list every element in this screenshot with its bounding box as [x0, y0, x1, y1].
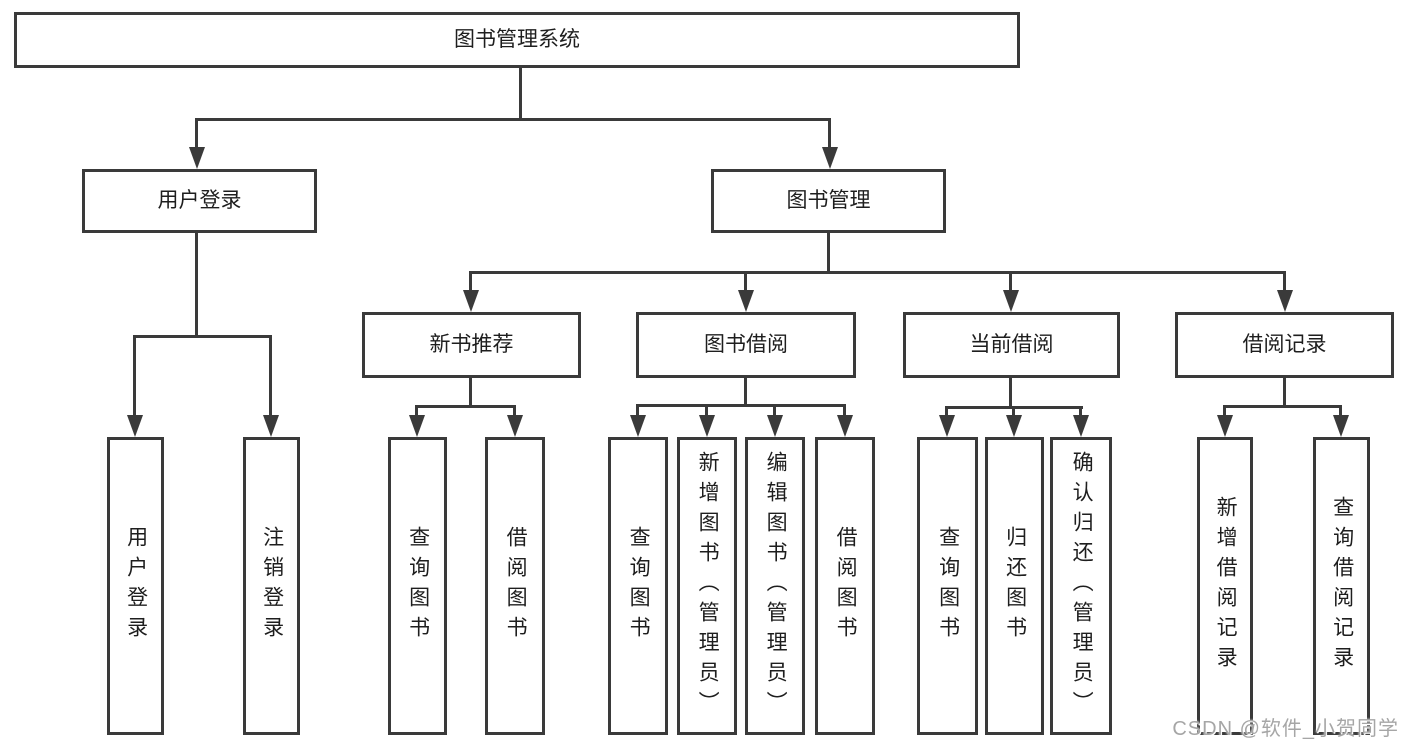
connector-bookborrow-split	[636, 404, 846, 407]
arrow-down-icon	[837, 415, 853, 437]
node-label: 当前借阅	[969, 332, 1054, 356]
leaf-borrow-books-2: 借阅图书	[815, 437, 875, 735]
arrow-down-icon	[1006, 415, 1022, 437]
arrow-down-icon	[1003, 290, 1019, 312]
connector-userlogin-split	[133, 335, 272, 338]
arrow-down-icon	[1073, 415, 1089, 437]
node-library-management-system: 图书管理系统	[14, 12, 1020, 68]
arrow-down-icon	[630, 415, 646, 437]
node-label: 借阅图书	[834, 526, 858, 646]
node-label: 用户登录	[157, 188, 242, 212]
node-label: 图书借阅	[704, 332, 788, 356]
leaf-query-books-3: 查询图书	[917, 437, 978, 735]
arrow-down-icon	[767, 415, 783, 437]
connector-arrow-shaft	[415, 406, 418, 418]
node-user-login: 用户登录	[82, 169, 317, 233]
node-label: 新增借阅记录	[1214, 496, 1238, 676]
connector-arrow-shaft	[195, 119, 198, 150]
arrow-down-icon	[699, 415, 715, 437]
connector-arrow-shaft	[773, 405, 776, 418]
connector-arrow-shaft	[1009, 272, 1012, 292]
leaf-query-books-1: 查询图书	[388, 437, 447, 735]
connector-arrow-shaft	[945, 407, 948, 418]
leaf-query-borrow-record: 查询借阅记录	[1313, 437, 1370, 735]
arrow-down-icon	[738, 290, 754, 312]
connector-arrow-shaft	[705, 405, 708, 418]
leaf-query-books-2: 查询图书	[608, 437, 668, 735]
arrow-down-icon	[409, 415, 425, 437]
arrow-down-icon	[127, 415, 143, 437]
connector-newbook-stub	[469, 378, 472, 407]
arrow-down-icon	[822, 147, 838, 169]
node-label: 图书管理	[786, 188, 871, 212]
connector-arrow-shaft	[636, 405, 639, 418]
connector-arrow-shaft	[133, 336, 136, 418]
connector-arrow-shaft	[469, 272, 472, 292]
connector-arrow-shaft	[828, 119, 831, 150]
leaf-user-login: 用户登录	[107, 437, 164, 735]
leaf-borrow-books-1: 借阅图书	[485, 437, 545, 735]
connector-currentborrow-stub	[1009, 378, 1012, 408]
arrow-down-icon	[1277, 290, 1293, 312]
node-label: 编辑图书（管理员）	[764, 451, 788, 721]
connector-bookborrow-stub	[744, 378, 747, 406]
node-label: 查询借阅记录	[1330, 496, 1354, 676]
connector-arrow-shaft	[744, 272, 747, 292]
node-label: 新书推荐	[429, 332, 514, 356]
connector-bookmgmt-stub	[827, 233, 830, 273]
node-book-borrowing: 图书借阅	[636, 312, 856, 378]
leaf-confirm-return-admin: 确认归还（管理员）	[1050, 437, 1112, 735]
arrow-down-icon	[463, 290, 479, 312]
node-label: 新增图书（管理员）	[696, 451, 720, 721]
connector-arrow-shaft	[1223, 406, 1226, 418]
arrow-down-icon	[189, 147, 205, 169]
node-label: 用户登录	[124, 526, 148, 646]
connector-arrow-shaft	[1012, 407, 1015, 418]
connector-root-split	[195, 118, 831, 121]
connector-arrow-shaft	[1079, 407, 1082, 418]
csdn-watermark: CSDN @软件_小贺同学	[1172, 718, 1399, 740]
node-borrowing-records: 借阅记录	[1175, 312, 1394, 378]
leaf-return-books: 归还图书	[985, 437, 1044, 735]
arrow-down-icon	[507, 415, 523, 437]
node-label: 确认归还（管理员）	[1070, 451, 1094, 721]
connector-arrow-shaft	[1339, 406, 1342, 418]
leaf-logout: 注销登录	[243, 437, 300, 735]
node-current-borrowing: 当前借阅	[903, 312, 1120, 378]
node-label: 借阅记录	[1242, 332, 1327, 356]
leaf-add-borrow-record: 新增借阅记录	[1197, 437, 1253, 735]
node-new-book-recommend: 新书推荐	[362, 312, 581, 378]
arrow-down-icon	[1333, 415, 1349, 437]
node-label: 借阅图书	[504, 526, 528, 646]
connector-arrow-shaft	[269, 336, 272, 418]
connector-records-stub	[1283, 378, 1286, 407]
connector-records-split	[1223, 405, 1342, 408]
connector-arrow-shaft	[513, 406, 516, 418]
node-label: 归还图书	[1003, 526, 1027, 646]
leaf-add-book-admin: 新增图书（管理员）	[677, 437, 737, 735]
connector-newbook-split	[415, 405, 516, 408]
connector-bookmgmt-split	[469, 271, 1286, 274]
connector-arrow-shaft	[843, 405, 846, 418]
node-label: 注销登录	[260, 526, 284, 646]
leaf-edit-book-admin: 编辑图书（管理员）	[745, 437, 805, 735]
node-label: 图书管理系统	[454, 27, 580, 51]
connector-arrow-shaft	[1283, 272, 1286, 292]
arrow-down-icon	[1217, 415, 1233, 437]
node-label: 查询图书	[936, 526, 960, 646]
node-label: 查询图书	[406, 526, 430, 646]
arrow-down-icon	[263, 415, 279, 437]
connector-userlogin-stub	[195, 233, 198, 337]
node-book-management: 图书管理	[711, 169, 946, 233]
node-label: 查询图书	[627, 526, 651, 646]
connector-root-stub	[519, 68, 522, 121]
arrow-down-icon	[939, 415, 955, 437]
